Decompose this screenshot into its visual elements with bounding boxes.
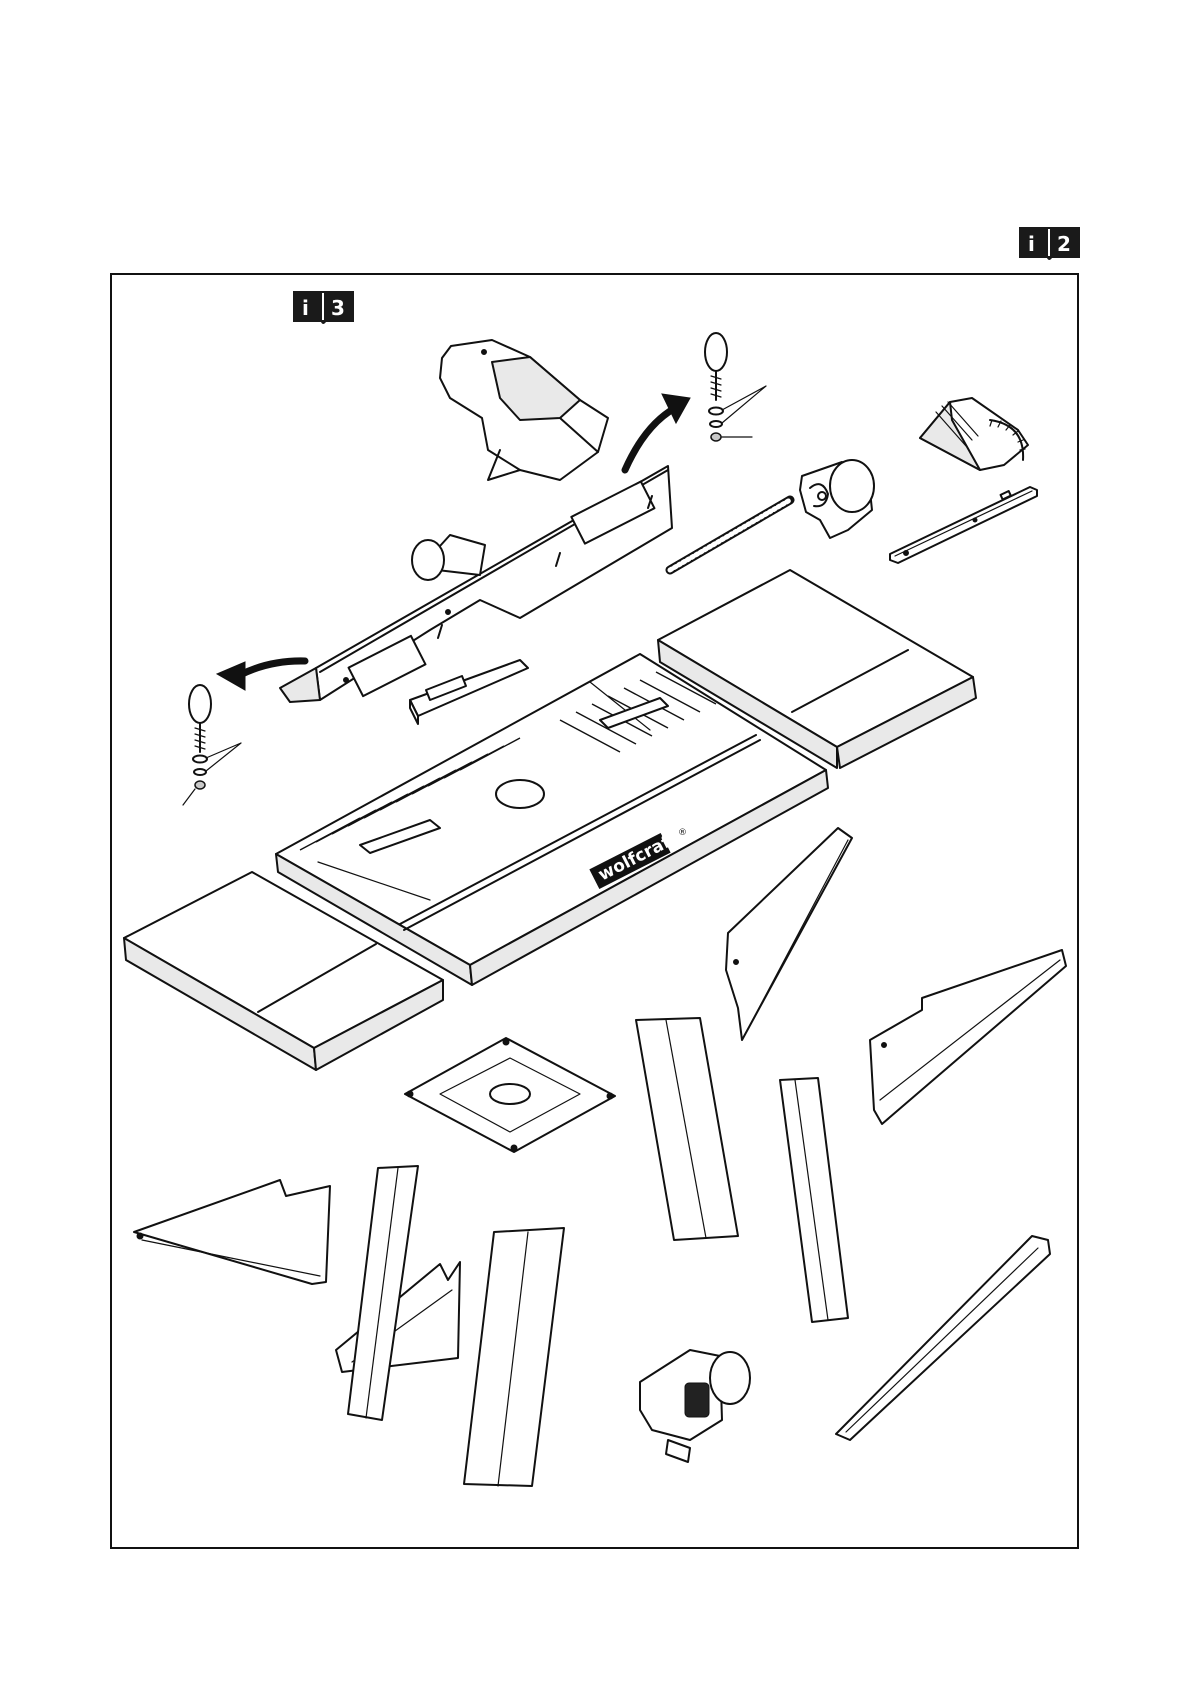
mitre-gauge-part [920, 398, 1028, 470]
small-fence-bracket-part [410, 660, 528, 724]
registered-mark: ® [678, 828, 687, 838]
switch-box-part [640, 1350, 750, 1462]
badge-letter: i [1028, 232, 1035, 256]
router-base-plate [405, 1038, 615, 1152]
leg-a [636, 1018, 738, 1240]
badge-letter: i [302, 296, 309, 320]
push-stick-part [836, 1236, 1050, 1440]
leg-brace-right-lower [870, 950, 1066, 1124]
leg-brace-left [134, 1180, 330, 1284]
router-opening [496, 780, 544, 808]
threaded-rod-part [670, 500, 790, 570]
badge-number: 3 [331, 296, 345, 320]
guide-rail-part [890, 487, 1037, 563]
knob-bolt-set-top [705, 333, 766, 441]
fence-part [280, 466, 672, 702]
dust-hood-part [440, 340, 608, 480]
assembly-arrow-right [625, 394, 690, 470]
manual-reference-badge-top: i 2 [1019, 227, 1080, 260]
manual-reference-badge-inner: i 3 [293, 291, 354, 324]
knob-bolt-set-left [183, 685, 241, 805]
badge-number: 2 [1057, 232, 1071, 256]
leg-brace-right-upper [726, 828, 852, 1040]
leg-d [464, 1228, 564, 1486]
leg-b [780, 1078, 848, 1322]
clamp-block-part [800, 460, 874, 538]
